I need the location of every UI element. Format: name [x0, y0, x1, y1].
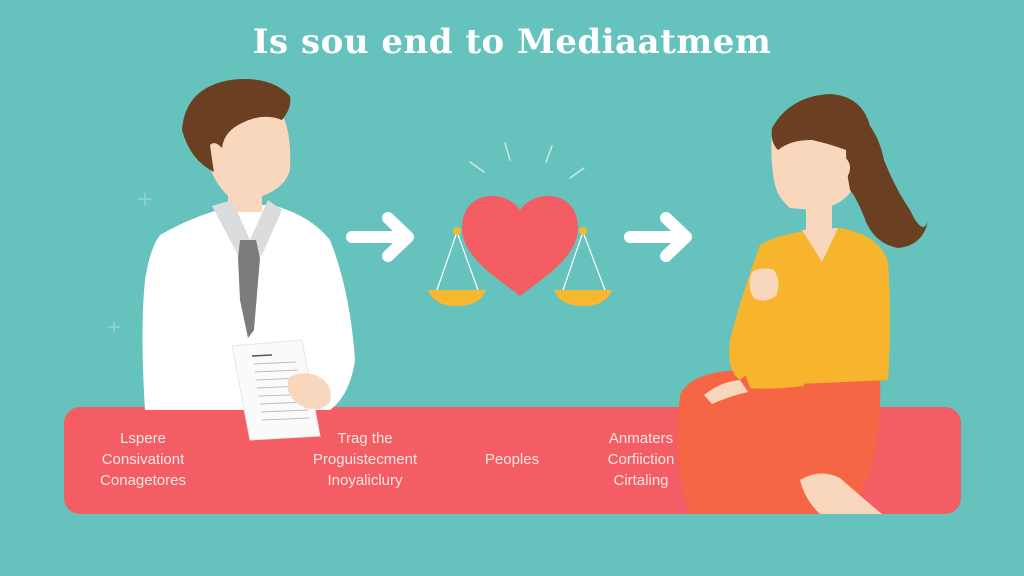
arrow-right-icon [624, 212, 692, 262]
arrow-right-icon [346, 212, 414, 262]
woman-figure [677, 94, 928, 514]
sparkle-icon [108, 192, 152, 333]
heart-scale-icon [428, 142, 612, 306]
page-title: Is sou end to Mediaatmem [252, 22, 772, 62]
doctor-figure [142, 79, 355, 441]
